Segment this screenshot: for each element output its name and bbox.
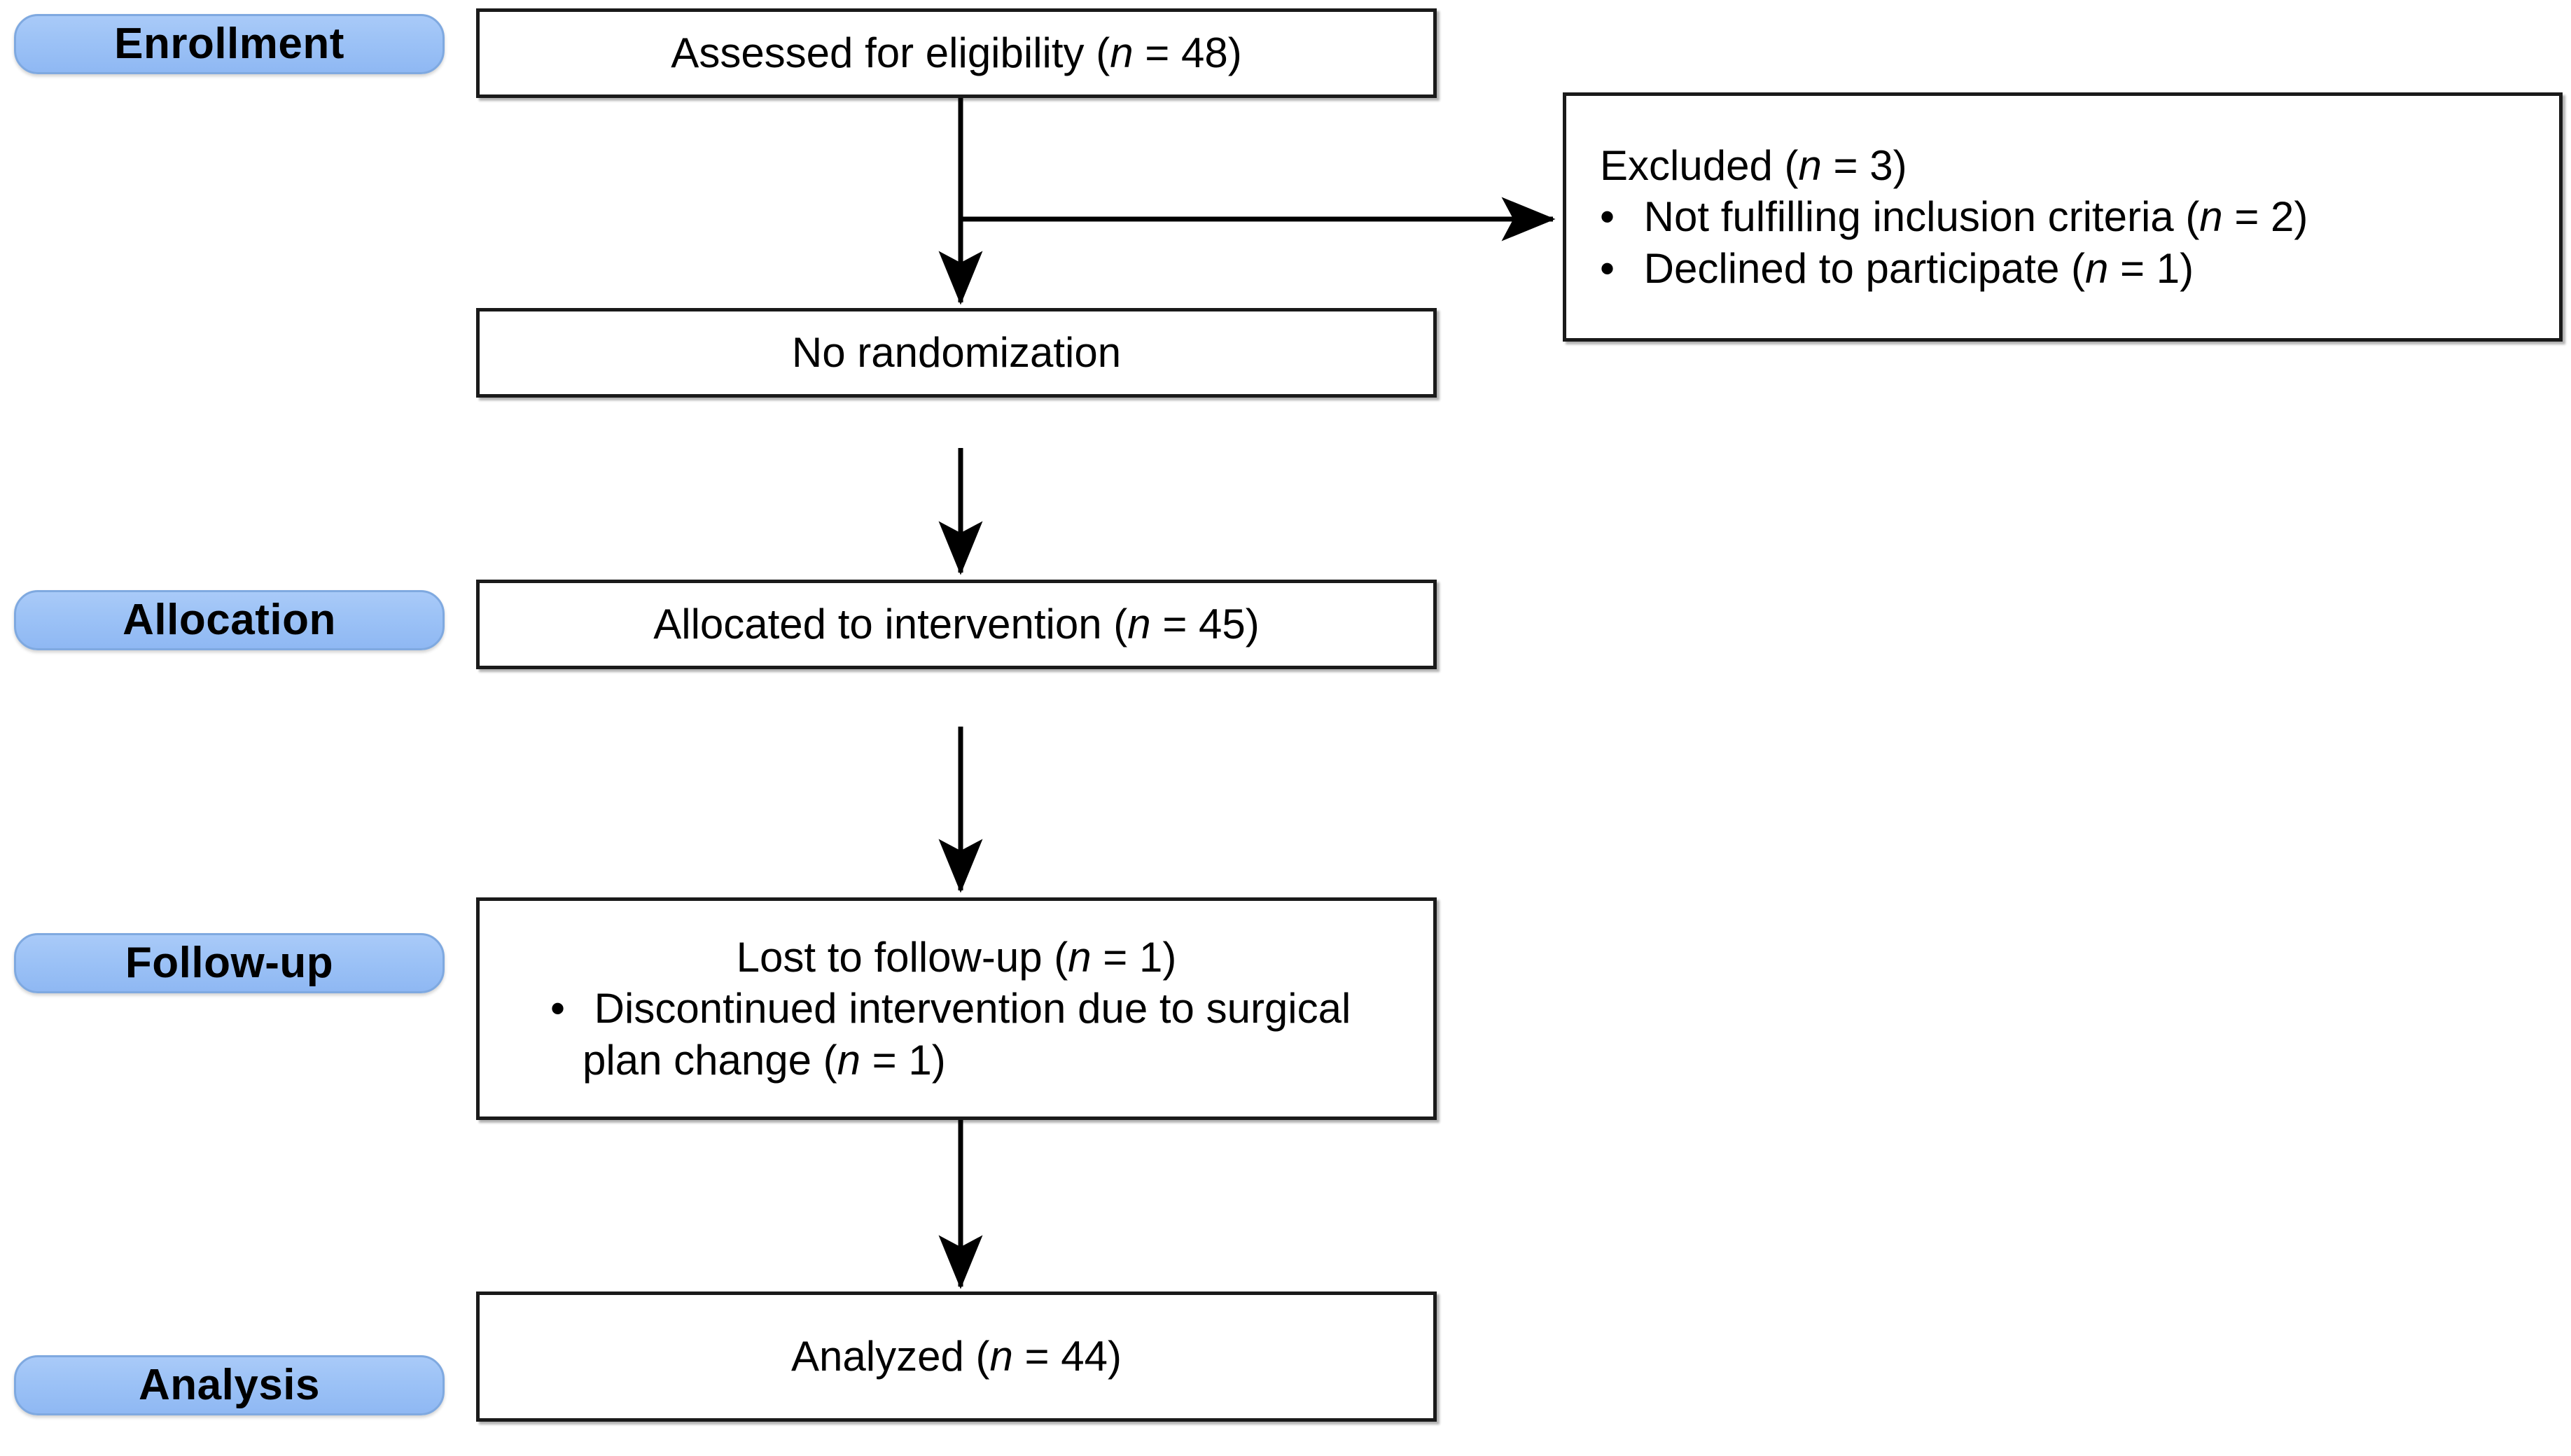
box-assessed-for-eligibility: Assessed for eligibility (n = 48) [476,8,1437,98]
stage-label-analysis: Analysis [138,1361,321,1409]
analyzed-text-before: Analyzed ( [791,1333,990,1380]
stage-pill-followup: Follow-up [14,933,445,993]
stage-label-allocation: Allocation [123,596,336,644]
excluded-reason-item: Not fulfilling inclusion criteria (n = 2… [1600,191,2308,242]
box-analyzed: Analyzed (n = 44) [476,1292,1437,1422]
lost-reason-list: Discontinued intervention due to surgica… [550,983,1363,1085]
excluded-heading-italic-n: n [1798,142,1822,190]
excluded-reason-0-before: Not fulfilling inclusion criteria ( [1643,193,2200,241]
excluded-reason-1-before: Declined to participate ( [1643,244,2085,292]
box-lost-to-followup: Lost to follow-up (n = 1) Discontinued i… [476,897,1437,1120]
lost-heading: Lost to follow-up (n = 1) [737,932,1177,983]
lost-reason-item: Discontinued intervention due to surgica… [550,983,1363,1085]
lost-heading-before: Lost to follow-up ( [736,934,1068,981]
allocated-text: Allocated to intervention (n = 45) [653,598,1260,650]
excluded-heading-before: Excluded ( [1600,142,1799,190]
lost-reason-0-before: Discontinued intervention due to surgica… [583,985,1351,1084]
assessed-italic-n: n [1110,29,1134,77]
lost-heading-after: = 1) [1091,934,1177,981]
excluded-reason-0-after: = 2) [2222,193,2308,241]
lost-reason-0-after: = 1) [860,1036,946,1084]
excluded-reason-0-italic-n: n [2199,193,2223,241]
allocated-text-after: = 45) [1150,601,1260,648]
excluded-reason-1-after: = 1) [2108,244,2194,292]
analyzed-italic-n: n [989,1333,1013,1380]
box-allocated-to-intervention: Allocated to intervention (n = 45) [476,580,1437,669]
box-no-randomization: No randomization [476,308,1437,398]
lost-reason-0-italic-n: n [837,1036,861,1084]
stage-pill-allocation: Allocation [14,590,445,650]
allocated-text-before: Allocated to intervention ( [653,601,1128,648]
assessed-text: Assessed for eligibility (n = 48) [671,27,1241,78]
excluded-reason-list: Not fulfilling inclusion criteria (n = 2… [1600,191,2308,293]
excluded-reason-1-italic-n: n [2085,244,2109,292]
excluded-reason-item: Declined to participate (n = 1) [1600,243,2308,294]
box-excluded: Excluded (n = 3) Not fulfilling inclusio… [1563,92,2563,342]
stage-label-followup: Follow-up [125,939,334,987]
stage-label-enrollment: Enrollment [114,20,344,68]
stage-pill-analysis: Analysis [14,1355,445,1415]
excluded-heading-after: = 3) [1821,142,1907,190]
allocated-italic-n: n [1127,601,1151,648]
analyzed-text-after: = 44) [1012,1333,1122,1380]
stage-pill-enrollment: Enrollment [14,14,445,74]
randomization-text: No randomization [791,329,1122,377]
assessed-text-before: Assessed for eligibility ( [671,29,1110,77]
excluded-heading: Excluded (n = 3) [1600,140,1907,191]
analyzed-text: Analyzed (n = 44) [791,1331,1122,1382]
lost-heading-italic-n: n [1068,934,1092,981]
assessed-text-after: = 48) [1133,29,1242,77]
